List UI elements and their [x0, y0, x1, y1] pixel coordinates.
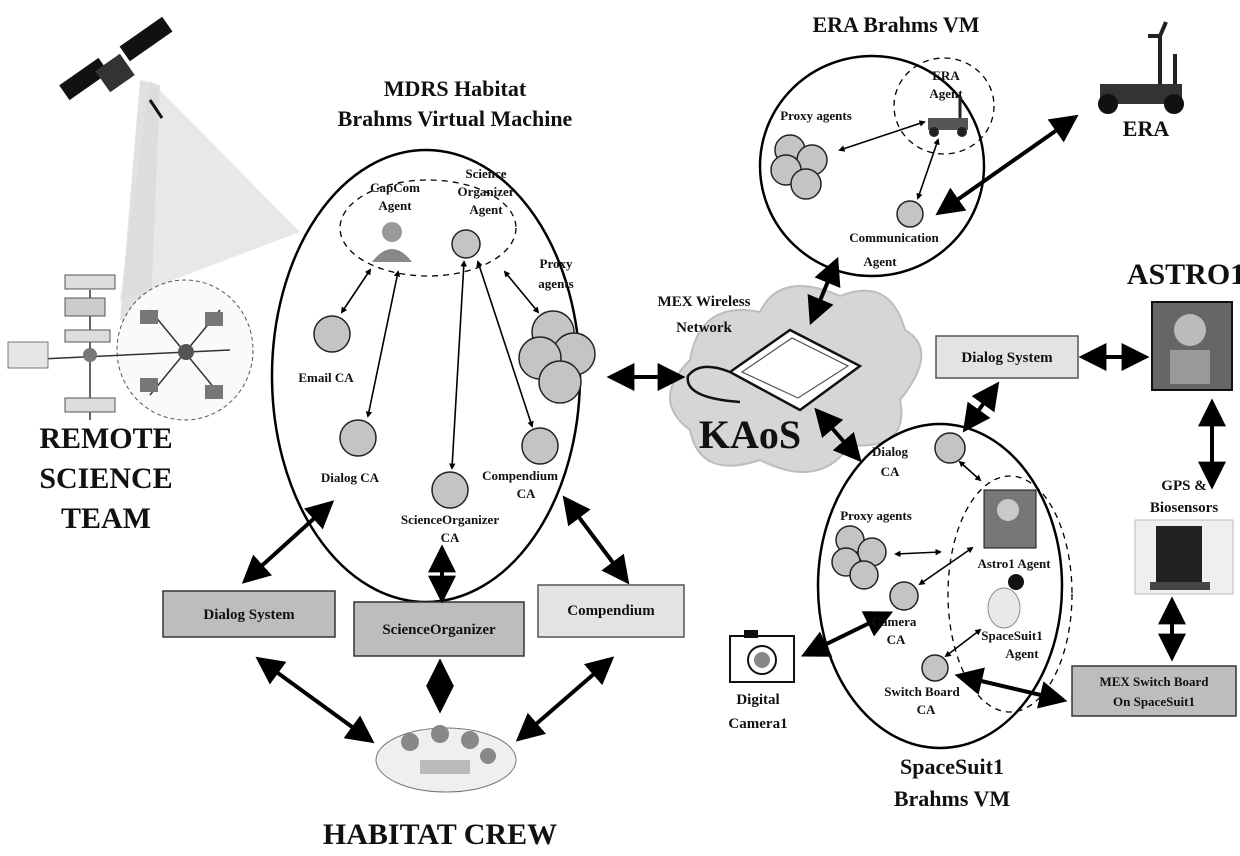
- mex-network-line1: MEX Wireless: [658, 294, 751, 310]
- mdrs-proxy-line2: agents: [538, 276, 573, 291]
- ss-dialog-ca-line2: CA: [881, 464, 900, 479]
- science-organizer-box: [353, 601, 525, 657]
- era-agent-line1: ERA: [932, 68, 960, 83]
- switch-ca-line1: Switch Board: [884, 684, 960, 699]
- pcmcia-card-icon: [686, 328, 863, 412]
- communication-agent-node: [896, 200, 924, 228]
- digital-camera-icon: [729, 630, 795, 683]
- spacesuit-agent-line1: SpaceSuit1: [981, 628, 1042, 643]
- spacesuit-agent-line2: Agent: [1005, 646, 1039, 661]
- camera-label-line1: Digital: [736, 692, 779, 708]
- era-agent-line2: Agent: [929, 86, 963, 101]
- capcom-label-line1: CapCom: [370, 180, 420, 195]
- era-rover-icon: [1098, 21, 1184, 114]
- email-ca-label: Email CA: [298, 370, 354, 385]
- satellite-icon: [59, 16, 300, 330]
- compendium-ca-line2: CA: [517, 486, 536, 501]
- comm-agent-line1: Communication: [849, 230, 939, 245]
- era-proxy-label: Proxy agents: [780, 108, 852, 123]
- gps-line1: GPS &: [1161, 478, 1206, 494]
- capcom-label-line2: Agent: [378, 198, 412, 213]
- science-organizer-agent-node: [451, 229, 481, 259]
- switch-ca-line2: CA: [917, 702, 936, 717]
- email-ca-node: [313, 315, 351, 353]
- era-label: ERA: [1123, 116, 1170, 141]
- era-vm-title: ERA Brahms VM: [812, 12, 979, 37]
- mex-network-line2: Network: [676, 320, 732, 336]
- spacesuit-proxy-agents-cluster: [831, 525, 887, 590]
- mdrs-title-line2: Brahms Virtual Machine: [338, 106, 573, 131]
- camera-ca-line2: CA: [887, 632, 906, 647]
- dialog-system-right-label: Dialog System: [961, 350, 1053, 366]
- remote-title-line2: SCIENCE: [39, 462, 172, 495]
- compendium-box: [537, 584, 685, 638]
- ss-dialog-ca-line1: Dialog: [872, 444, 909, 459]
- remote-title-line1: REMOTE: [39, 422, 172, 455]
- remote-network-graphic: [7, 274, 254, 421]
- mdrs-proxy-line1: Proxy: [540, 256, 573, 271]
- camera-ca-node: [889, 581, 919, 611]
- astro1-title: ASTRO1: [1127, 258, 1240, 291]
- spacesuit-agent-group: [947, 475, 1073, 713]
- dialog-system-left-box: [162, 590, 336, 638]
- compendium-ca-line1: Compendium: [482, 468, 558, 483]
- astro1-agent-label: Astro1 Agent: [977, 556, 1051, 571]
- scienceorganizer-ca-node: [431, 471, 469, 509]
- ss-proxy-label: Proxy agents: [840, 508, 912, 523]
- habitat-crew-icon: [375, 725, 517, 793]
- sci-org-agent-line1: Science: [465, 166, 506, 181]
- mex-switch-line2: On SpaceSuit1: [1113, 694, 1195, 709]
- spacesuit-agent-icon: [987, 574, 1024, 629]
- astro1-photo: [1151, 301, 1233, 391]
- dialog-system-left-label: Dialog System: [203, 607, 295, 623]
- mdrs-title-line1: MDRS Habitat: [384, 76, 527, 101]
- compendium-ca-node: [521, 427, 559, 465]
- era-agent-group: [893, 57, 995, 155]
- sci-org-agent-line3: Agent: [469, 202, 503, 217]
- habitat-crew-title: HABITAT CREW: [323, 818, 557, 851]
- spacesuit-dialog-ca-node: [934, 432, 966, 464]
- era-proxy-agents-cluster: [770, 134, 828, 200]
- astro1-agent-icon: [983, 489, 1037, 549]
- comm-agent-line2: Agent: [863, 254, 897, 269]
- gps-biosensor-icon: [1134, 519, 1234, 595]
- camera-label-line2: Camera1: [728, 716, 787, 732]
- spacesuit-title-line1: SpaceSuit1: [900, 754, 1004, 779]
- capcom-agent-icon: [372, 222, 412, 262]
- mdrs-agent-group: [339, 179, 517, 277]
- camera-ca-line1: Camera: [872, 614, 917, 629]
- mex-switch-line1: MEX Switch Board: [1099, 674, 1209, 689]
- kaos-label: KAoS: [699, 412, 801, 457]
- sciorg-ca-line1: ScienceOrganizer: [401, 512, 499, 527]
- dialog-ca-node: [339, 419, 377, 457]
- compendium-label: Compendium: [567, 603, 655, 619]
- switch-board-ca-node: [921, 654, 949, 682]
- dialog-system-right-box: [935, 335, 1079, 379]
- dialog-ca-label: Dialog CA: [321, 470, 380, 485]
- sciorg-ca-line2: CA: [441, 530, 460, 545]
- sci-org-agent-line2: Organizer: [457, 184, 514, 199]
- spacesuit-title-line2: Brahms VM: [894, 786, 1011, 811]
- remote-title-line3: TEAM: [61, 502, 151, 535]
- gps-line2: Biosensors: [1150, 500, 1219, 516]
- mex-switch-board-box: [1071, 665, 1237, 717]
- science-organizer-label: ScienceOrganizer: [382, 622, 496, 638]
